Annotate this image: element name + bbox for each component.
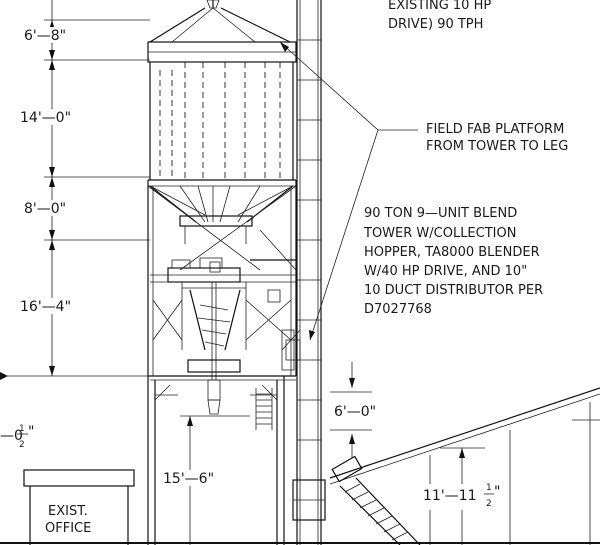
note-tower-line4: W/40 HP DRIVE, AND 10" <box>364 264 527 279</box>
blend-tower <box>147 0 301 545</box>
note-tower-line1: 90 TON 9—UNIT BLEND <box>364 206 517 221</box>
inclined-conveyor <box>329 387 600 545</box>
dimension-conveyor-height-label: 11'—11 <box>423 488 476 504</box>
svg-text:": " <box>494 484 500 500</box>
dimension-left-partial-fraction-den: 2 <box>19 440 25 450</box>
dimension-left-partial-fraction-num: 1 <box>19 424 25 434</box>
dimension-blender-section: 16'—4" <box>20 299 71 315</box>
dimension-conveyor-offset-label: 6'—0" <box>334 404 376 420</box>
dimension-conveyor-height-fraction-den: 2 <box>486 499 492 509</box>
dimension-bin-height: 14'—0" <box>20 110 71 126</box>
svg-text:": " <box>28 424 34 440</box>
note-tower-line6: D7027768 <box>364 302 432 317</box>
note-platform-line1: FIELD FAB PLATFORM <box>426 122 564 137</box>
note-existing-elevator-line1: EXISTING 10 HP <box>388 0 491 13</box>
dimension-hopper-height: 8'—0" <box>24 201 66 217</box>
note-tower-line5: 10 DUCT DISTRIBUTOR PER <box>364 283 543 298</box>
existing-office <box>23 469 135 545</box>
dimension-conveyor-height-fraction-num: 1 <box>486 483 492 493</box>
dimension-tower-top: 6'—8" <box>24 28 66 44</box>
note-platform-line2: FROM TOWER TO LEG <box>426 139 568 154</box>
note-tower-line3: HOPPER, TA8000 BLENDER <box>364 245 540 260</box>
dimension-leg-height-label: 15'—6" <box>163 471 214 487</box>
office-label-line1: EXIST. <box>48 504 88 519</box>
platform-leader-lines <box>279 41 418 341</box>
dimension-conveyor-offset <box>330 362 372 458</box>
left-dimension-chain <box>0 0 150 380</box>
dimension-left-partial: —0 <box>0 428 23 444</box>
office-label-line2: OFFICE <box>45 521 91 536</box>
note-tower-line2: TOWER W/COLLECTION <box>363 226 516 241</box>
bucket-elevator <box>285 0 326 545</box>
note-existing-elevator-line2: DRIVE) 90 TPH <box>388 17 483 32</box>
